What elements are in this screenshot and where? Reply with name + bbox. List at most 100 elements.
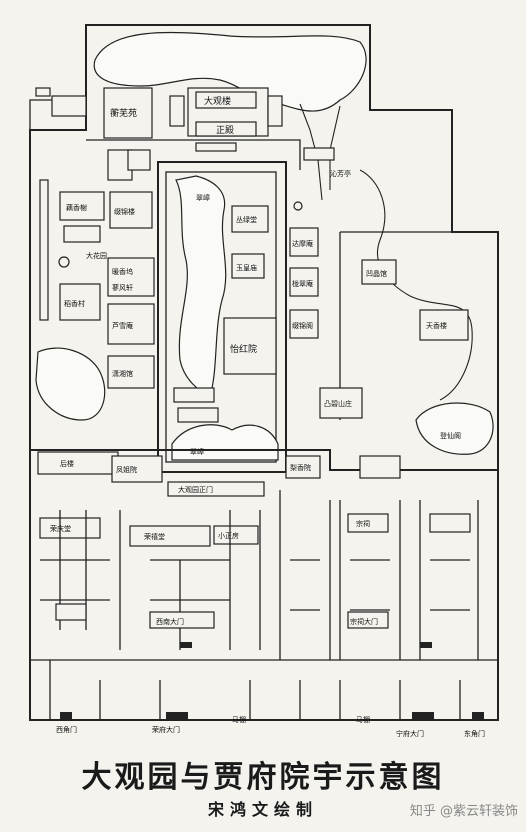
label-stable: 马棚 [232,715,246,724]
ningfu-gate-mark [412,712,434,720]
label-east-temple: 缀锦阁 [292,321,313,330]
label-hengwu-yuan: 蘅芜苑 [110,107,137,119]
hengwu-yuan [103,87,153,139]
label-qinfang-ting: 沁芳亭 [330,169,351,178]
label-ouxiang-xie: 藕香榭 [66,203,87,212]
label-east-corner-gate: 东角门 [464,729,485,738]
zhuijin-lou [109,191,153,229]
stone-stele [195,142,237,152]
central-rockery [175,175,227,397]
label-daguan-gate: 大观园正门 [178,485,213,494]
building-nw-small [35,87,51,97]
west-residence-grid [40,510,261,650]
west-wing [267,95,283,127]
west-gate-mark [60,712,72,720]
label-xiao-zhengfang: 小正房 [218,531,239,540]
nuanxiang-wu [107,257,155,297]
label-xinan-hall: 西南大门 [156,617,184,626]
south-courtyard [30,659,498,720]
map-author: 宋鸿文绘制 [207,800,318,819]
west-pavilion-2 [127,149,151,171]
dao-guan [289,227,319,257]
east-temple [289,309,319,339]
label-nuanxiang-wu: 暖香坞 [112,267,133,276]
label-liaofeng-xuan: 蓼风轩 [112,283,133,292]
label-zheng-dian: 正殿 [216,125,234,136]
label-hou-lou: 后楼 [60,459,74,468]
zongci [347,513,389,533]
courtyard-building-south [173,387,215,403]
rongfu-gate-mark [166,712,188,720]
label-yihong-yuan: 怡红院 [230,343,257,355]
south-rockery [171,424,279,461]
yuhuang-miao [231,253,265,279]
red-fragrant-garden [63,225,101,243]
xiaoxiang-guan [107,355,155,389]
east-gate-mark [472,712,484,720]
west-lake [35,347,106,421]
north-lake [93,31,367,112]
label-west-corner-gate: 西角门 [56,725,77,734]
tubi-shanzhuang [319,387,363,419]
daoxiang-cun [59,283,101,321]
xinan-hall [149,611,215,629]
east-residence-grid [279,490,479,660]
east-wing [169,95,185,127]
label-cuizhang-2: 翠嶂 [190,447,204,456]
label-fengjie-yuan: 凤姐院 [116,465,137,474]
label-rongfu-gate: 荣府大门 [152,725,180,734]
daguan-lou [195,91,257,109]
luxue-an [107,303,155,345]
inner-gate-mark [180,642,192,648]
central-inner-wall [165,171,277,463]
tianxiang-lou [419,309,469,341]
yihong-yuan [223,317,277,375]
inner-gate-mark-2 [420,642,432,648]
daguan-gate [167,481,265,497]
conglu-tang [359,455,401,479]
label-big-garden: 大花园 [86,251,107,260]
fengjie-yuan [111,455,163,483]
rongqing-tang [39,517,101,539]
label-tianxiang-lou: 天香楼 [426,321,447,330]
label-luxue-an: 芦雪庵 [112,321,133,330]
label-daoxiang-cun: 稻香村 [64,299,85,308]
east-lake [415,402,494,455]
label-yuhuang-miao: 玉皇庙 [236,263,257,272]
courtyard-building-south-2 [177,407,219,423]
zheng-dian [195,121,257,137]
label-rongxi-tang: 荣禧堂 [144,532,165,541]
garden-outer-wall [29,24,499,721]
zongci-gate [347,611,389,629]
tree-symbol-east [293,201,303,211]
label-cuizhang: 翠嶂 [196,193,210,202]
xiao-zhengfang [213,525,259,545]
lixiang-yuan [285,455,321,479]
central-courtyard [157,161,287,473]
watermark-text: 知乎 @紫云轩装饰 [409,804,518,819]
label-congly-tang: 丛绿堂 [236,215,257,224]
inner-wall-top [86,139,301,170]
label-zongci: 宗祠 [356,519,370,528]
garden-south-wall [30,449,498,471]
longcui-an [289,267,319,297]
east-zhengting [429,513,471,533]
label-nijin-ge: 凹晶馆 [366,269,387,278]
label-dengxian-ge: 登仙阁 [440,431,461,440]
west-pavilion-1 [107,149,133,181]
tree-symbol [58,256,70,268]
west-hall-small [55,603,87,621]
qinfang-bridge [303,147,335,161]
label-tubi-shanzhuang: 凸碧山庄 [324,399,352,408]
ouxiang-xie [59,191,105,221]
map-title: 大观园与贾府院宇示意图 [81,760,445,795]
label-stable-2: 马棚 [356,715,370,724]
label-xiaoxiang-guan: 潇湘馆 [112,369,133,378]
label-lixiang-yuan: 梨香院 [290,463,311,472]
label-ningfu-gate: 宁府大门 [396,729,424,738]
east-stream [359,169,473,401]
nijin-ge [361,259,397,285]
xiaoxiang-tang [231,205,269,233]
label-zhuijin-lou: 缀锦楼 [114,207,135,216]
